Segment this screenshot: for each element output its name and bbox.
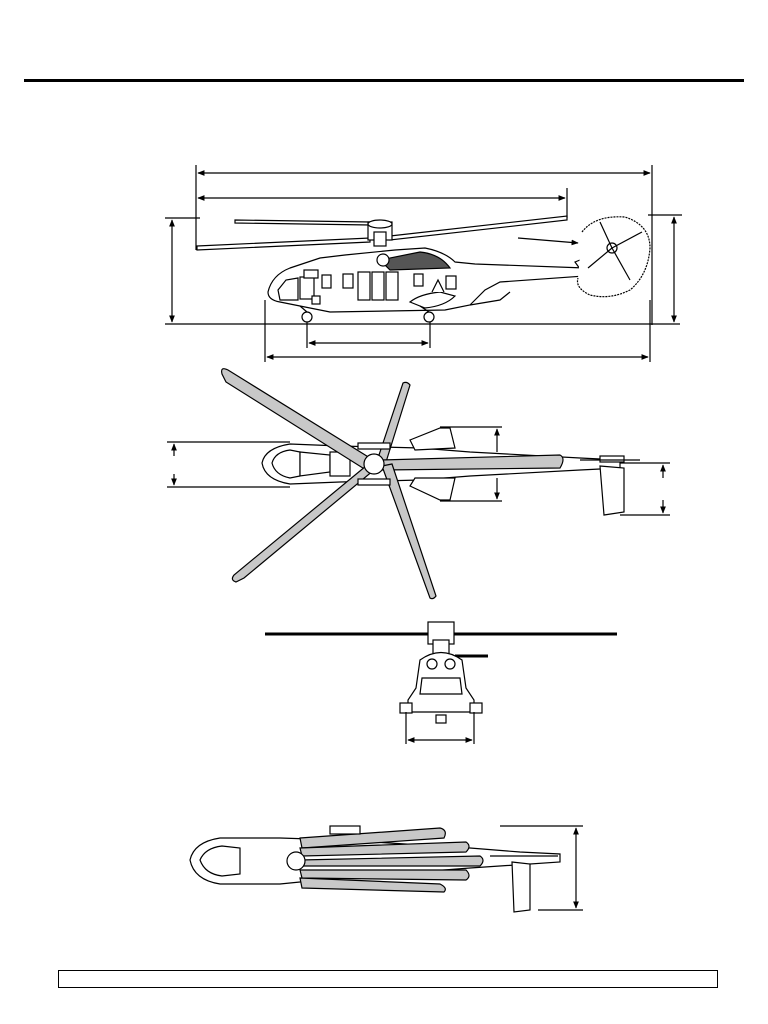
top-view <box>167 368 670 600</box>
side-dimension-lines <box>165 165 682 362</box>
top-fuselage <box>261 427 640 516</box>
footer-box <box>58 970 718 988</box>
header-rule <box>24 79 744 82</box>
side-fuselage <box>267 216 651 323</box>
folded-dimension-lines <box>500 825 583 911</box>
front-view <box>265 621 617 744</box>
top-main-rotor <box>221 368 564 600</box>
side-main-rotor <box>196 215 568 251</box>
folded-top-view <box>189 825 583 913</box>
side-view <box>165 165 682 362</box>
front-dimension-lines <box>405 712 475 744</box>
folded-blades <box>299 827 484 893</box>
